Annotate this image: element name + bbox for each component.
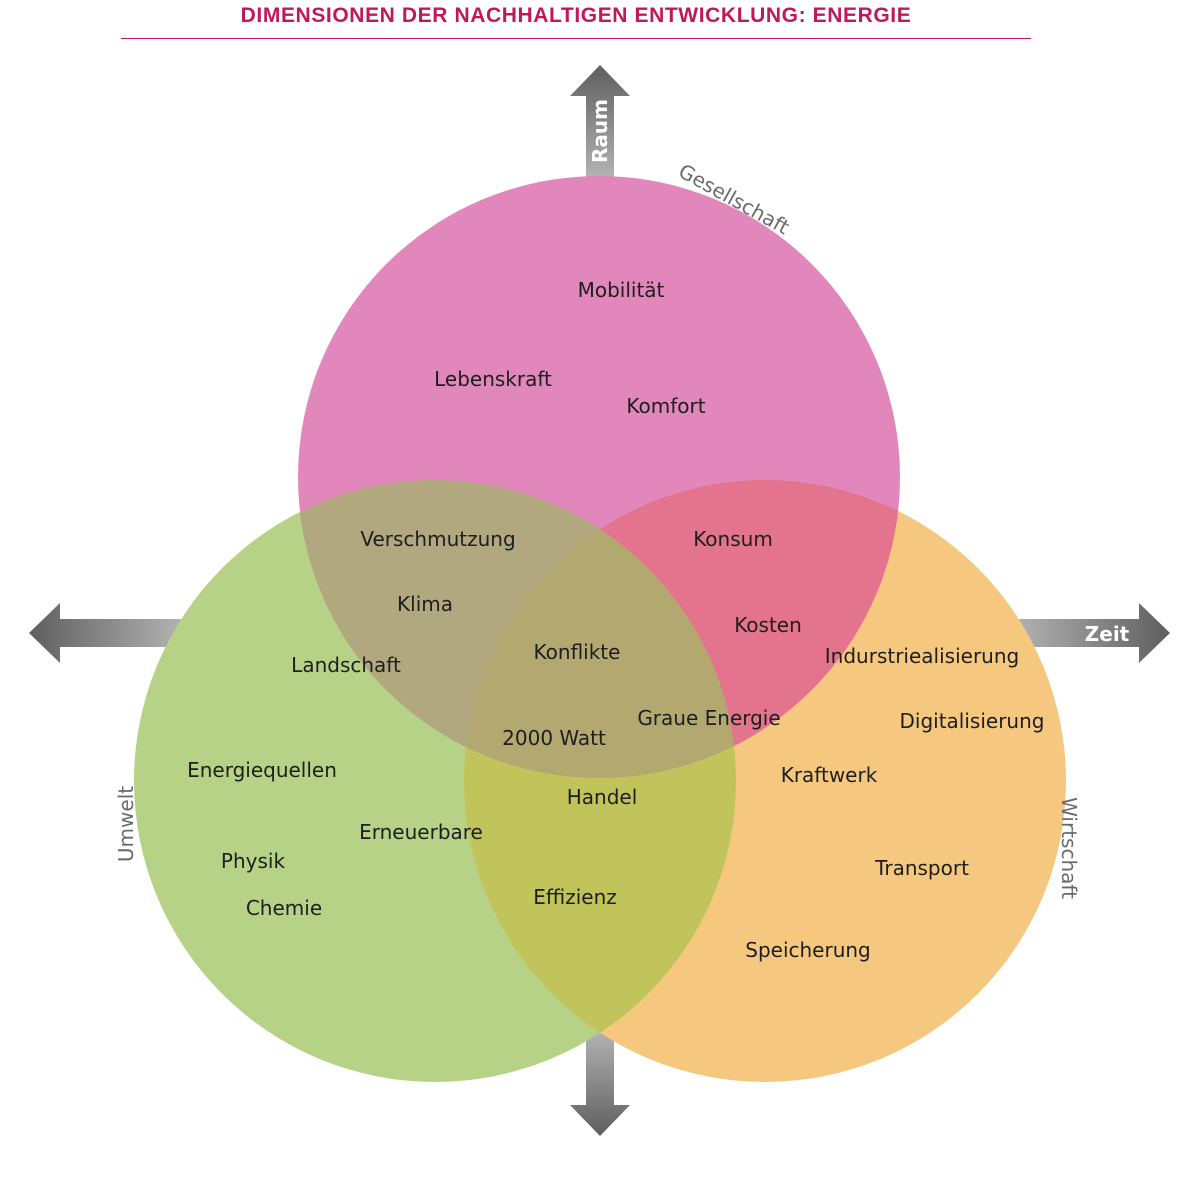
title-divider [121,38,1031,39]
term-industrialisierung: Indurstriealisierung [825,644,1019,668]
term-landschaft: Landschaft [291,653,401,677]
term-konsum: Konsum [693,527,773,551]
term-transport: Transport [874,856,969,880]
term-graue-energie: Graue Energie [637,706,780,730]
circle-label-wirtschaft: Wirtschaft [1057,797,1081,899]
term-effizienz: Effizienz [533,885,617,909]
term-komfort: Komfort [626,394,705,418]
term-digitalisierung: Digitalisierung [900,709,1045,733]
term-lebenskraft: Lebenskraft [434,367,552,391]
term-energiequellen: Energiequellen [187,758,337,782]
overlap-center [464,480,736,778]
term-speicherung: Speicherung [745,938,871,962]
page-title: DIMENSIONEN DER NACHHALTIGEN ENTWICKLUNG… [240,4,912,27]
term-physik: Physik [221,849,286,873]
axis-label-zeit: Zeit [1085,622,1130,646]
term-klima: Klima [397,592,453,616]
arrow-right [1012,603,1170,663]
term-konflikte: Konflikte [534,640,621,664]
term-erneuerbare: Erneuerbare [359,820,483,844]
term-kosten: Kosten [734,613,802,637]
axis-label-raum: Raum [588,99,612,163]
arrow-left [29,603,185,663]
circle-label-umwelt: Umwelt [114,786,138,862]
arrow-down [570,1030,630,1136]
term-handel: Handel [567,785,638,809]
term-mobilitaet: Mobilität [578,278,665,302]
arrow-up [570,65,630,178]
term-verschmutzung: Verschmutzung [360,527,515,551]
term-kraftwerk: Kraftwerk [781,763,878,787]
term-chemie: Chemie [246,896,322,920]
term-2000-watt: 2000 Watt [502,726,606,750]
